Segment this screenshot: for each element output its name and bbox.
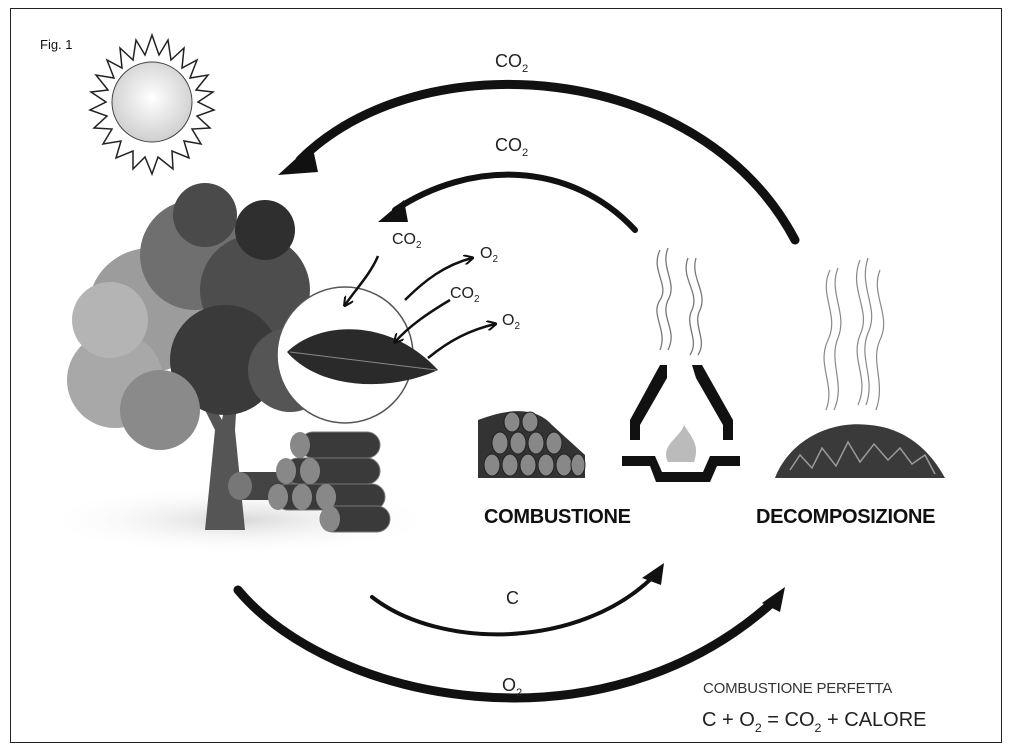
o2-label-leaf-2: O2 [502, 312, 520, 333]
log-pile-icon [228, 431, 391, 533]
combustion-label: COMBUSTIONE [484, 506, 631, 528]
co2-arrow-outer [295, 79, 800, 245]
o2-label-leaf: O2 [480, 245, 498, 266]
smoke-icon [656, 247, 703, 356]
figure-frame [10, 8, 1002, 743]
decomposition-label: DECOMPOSIZIONE [756, 506, 936, 528]
carbon-arrow [370, 573, 657, 637]
carbon-label: C [506, 588, 519, 608]
co2-label-top: CO2 [495, 51, 529, 76]
co2-label-leaf: CO2 [392, 231, 422, 252]
sun-icon [88, 32, 216, 177]
combustion-formula: C + O2 = CO2 + CALORE [702, 709, 927, 735]
tree-icon [67, 183, 332, 530]
gas-exchange-arrows [345, 256, 495, 359]
smoke-icon [823, 257, 885, 411]
leaf-icon [276, 286, 438, 424]
furnace-icon [622, 365, 740, 482]
co2-arrow-inner [392, 171, 638, 233]
arrowhead [378, 200, 408, 222]
o2-label-bottom: O2 [502, 675, 523, 700]
co2-label-inner: CO2 [495, 135, 529, 160]
arrowhead [278, 144, 318, 175]
oxygen-arrow [233, 585, 780, 703]
formula-title: COMBUSTIONE PERFETTA [703, 680, 893, 697]
co2-label-leaf-2: CO2 [450, 285, 480, 306]
figure-label: Fig. 1 [40, 37, 73, 52]
firewood-stack-icon [478, 411, 586, 478]
compost-icon [775, 424, 945, 478]
